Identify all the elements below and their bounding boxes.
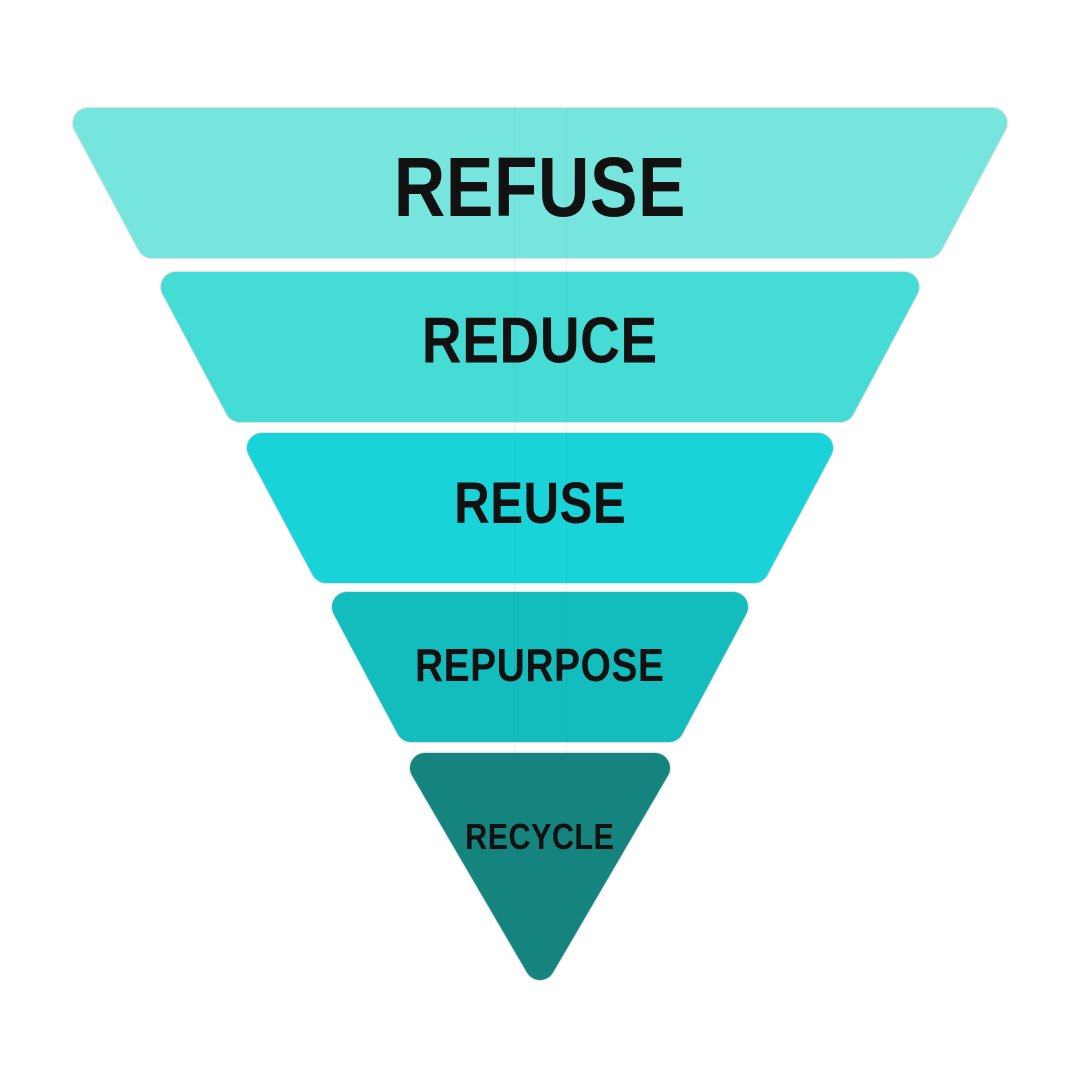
funnel-level-shape-refuse — [73, 108, 1007, 258]
funnel-level-shape-recycle — [410, 753, 670, 980]
funnel-level-shape-reuse — [247, 433, 833, 583]
seam-line — [566, 108, 567, 753]
funnel-level-shape-repurpose — [332, 592, 748, 742]
seam-line — [514, 108, 515, 753]
funnel-level-shape-reduce — [161, 272, 919, 422]
